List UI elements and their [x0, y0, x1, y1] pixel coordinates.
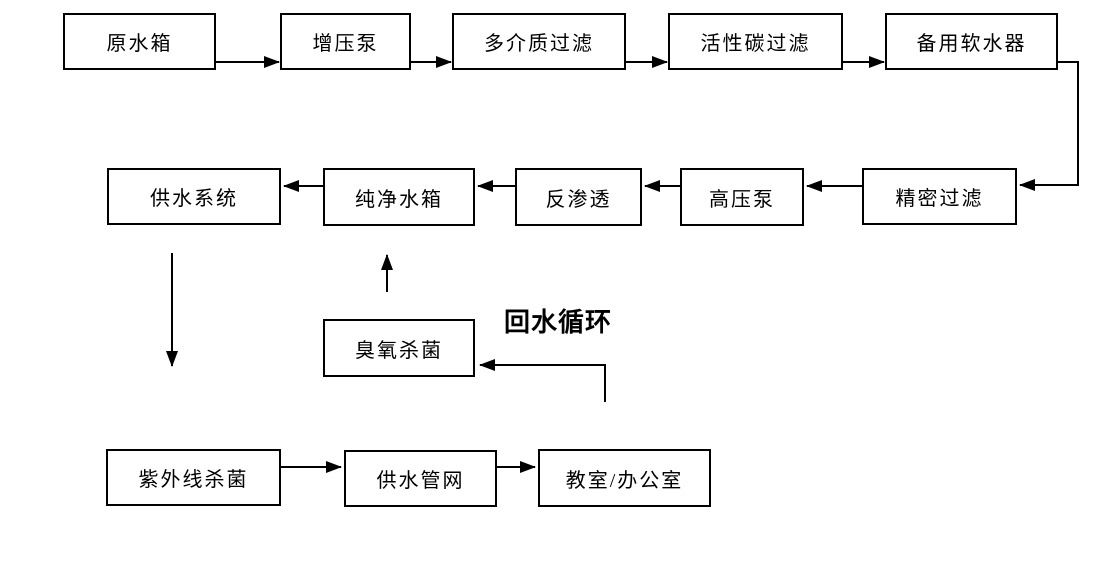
node-reverse-osmosis: 反渗透 — [515, 168, 642, 226]
node-classroom-office: 教室/办公室 — [538, 449, 711, 507]
node-water-supply-system: 供水系统 — [107, 168, 281, 225]
node-backup-water-softener: 备用软水器 — [885, 13, 1058, 70]
node-activated-carbon-filter: 活性碳过滤 — [668, 13, 843, 70]
node-booster-pump: 增压泵 — [280, 13, 411, 70]
node-precision-filter: 精密过滤 — [862, 168, 1017, 225]
node-pure-water-tank: 纯净水箱 — [323, 168, 475, 226]
node-uv-sterilizer: 紫外线杀菌 — [106, 449, 281, 506]
node-raw-water-tank: 原水箱 — [63, 13, 216, 70]
arrow-return-loop-to-ozone — [479, 359, 606, 402]
node-ozone-sterilizer: 臭氧杀菌 — [323, 319, 475, 377]
node-high-pressure-pump: 高压泵 — [680, 168, 804, 226]
node-supply-pipe-network: 供水管网 — [344, 450, 497, 507]
arrow-softener-to-precision — [1019, 61, 1079, 191]
return-loop-label: 回水循环 — [504, 307, 613, 337]
node-multi-media-filter: 多介质过滤 — [452, 13, 626, 70]
